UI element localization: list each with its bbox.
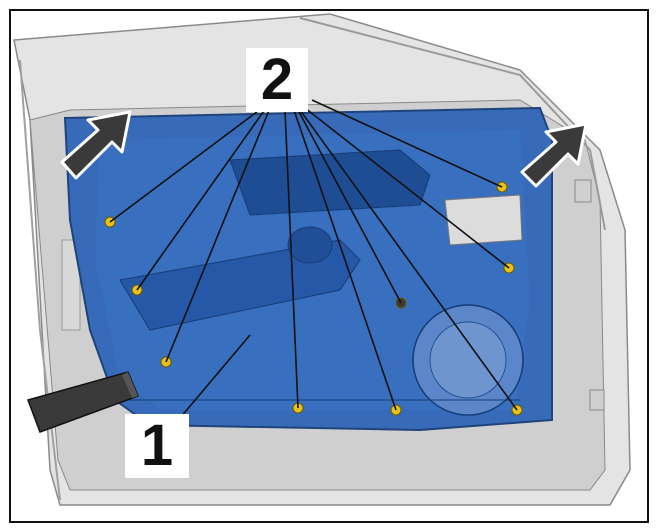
callout-label-1: 1 xyxy=(125,414,189,478)
door-lock-module xyxy=(444,194,523,246)
door-trim-panel xyxy=(63,106,553,432)
callout-2-leaders xyxy=(109,99,518,411)
speaker-upper xyxy=(287,226,333,264)
arrow-up-right-icon xyxy=(520,122,588,188)
latch xyxy=(574,179,592,203)
callout-label-2: 2 xyxy=(246,48,308,112)
arrow-up-right-icon xyxy=(60,110,132,180)
latch-lower xyxy=(589,389,605,411)
speaker-cone xyxy=(429,321,507,399)
hinge xyxy=(61,239,81,331)
callout-1-leader xyxy=(179,334,251,419)
wedge-tool-icon xyxy=(27,371,139,433)
